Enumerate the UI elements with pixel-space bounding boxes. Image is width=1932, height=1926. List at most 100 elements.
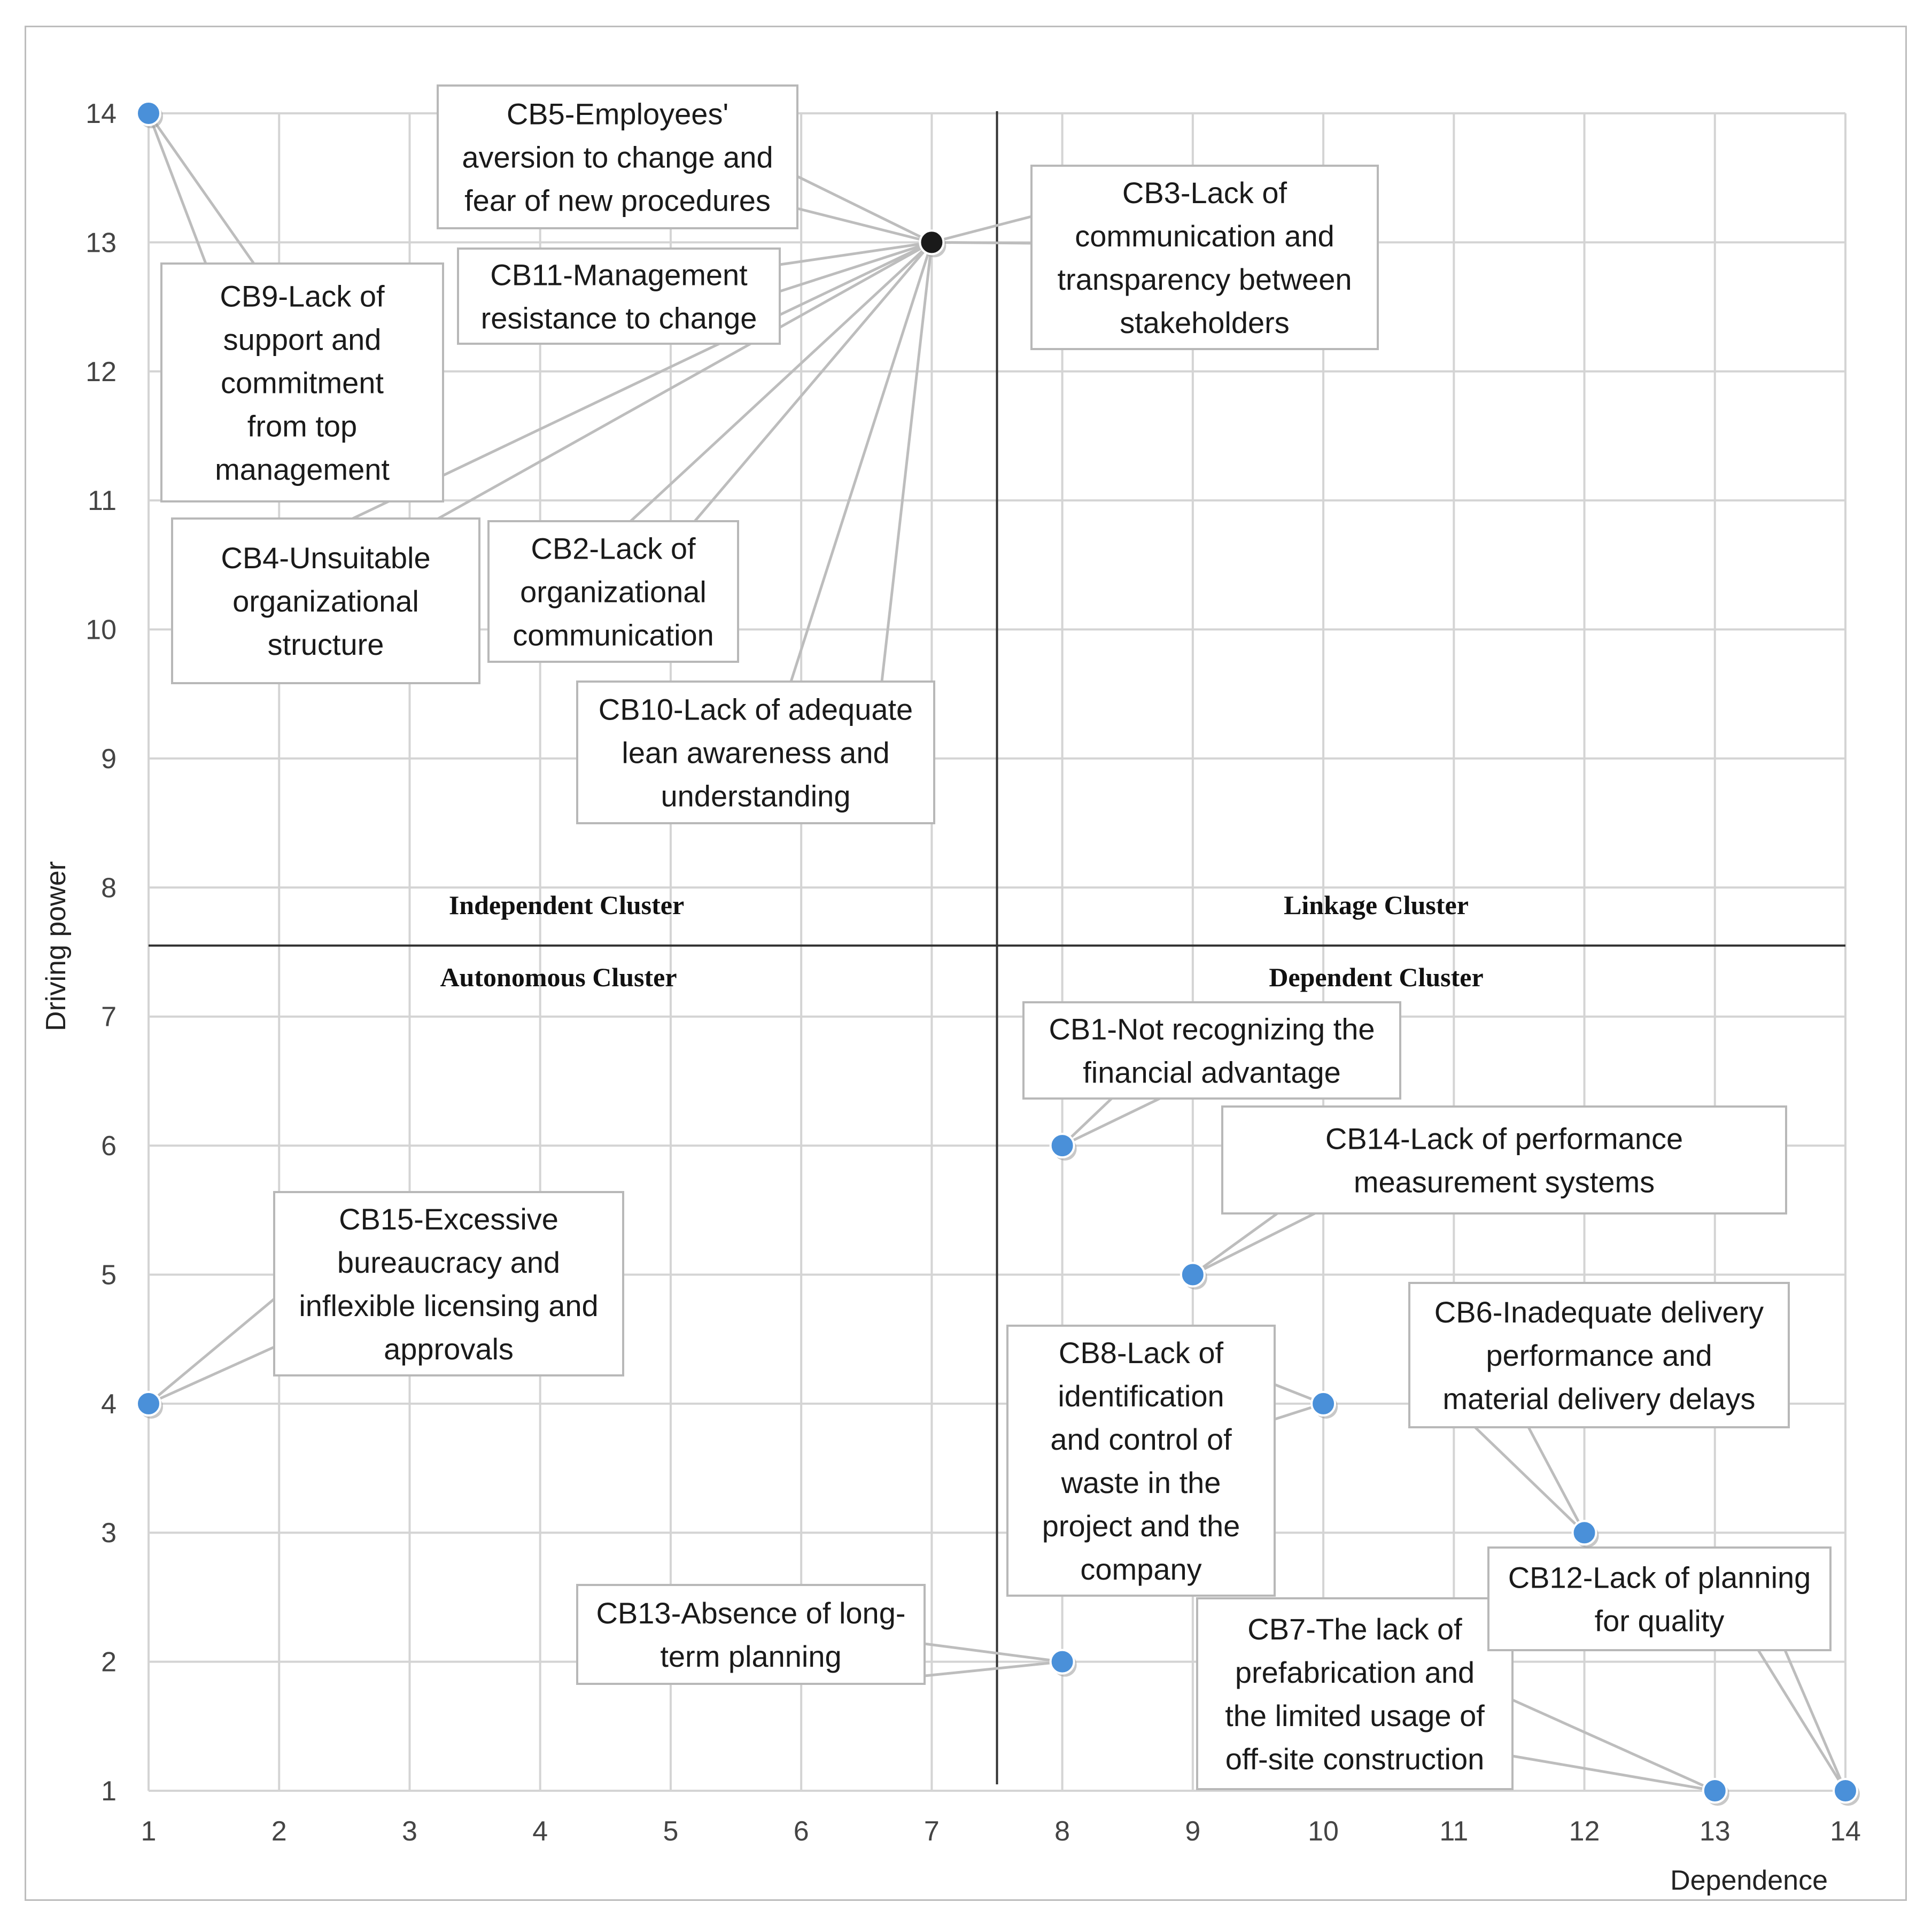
- callout-line: financial advantage: [1083, 1056, 1341, 1089]
- data-point-cb8: [1310, 1390, 1337, 1417]
- callout-line: commitment: [221, 366, 384, 400]
- callout-line: communication: [513, 618, 714, 652]
- callout-line: CB2-Lack of: [531, 532, 696, 566]
- callout-line: term planning: [660, 1639, 841, 1673]
- callout-line: CB5-Employees': [507, 97, 728, 131]
- callout-line: management: [215, 453, 390, 486]
- x-tick-label: 7: [924, 1816, 940, 1847]
- x-tick-label: 8: [1054, 1816, 1070, 1847]
- callout-cb13: CB13-Absence of long-term planning: [576, 1584, 926, 1685]
- callout-line: identification: [1058, 1379, 1224, 1413]
- y-tick-label: 14: [86, 98, 117, 129]
- data-point-cb5: [919, 229, 945, 256]
- y-tick-label: 9: [101, 744, 117, 775]
- callout-pointer-cb5: [796, 175, 933, 244]
- callout-box: [1196, 1597, 1514, 1790]
- y-tick-label: 12: [86, 357, 117, 388]
- y-tick-label: 2: [101, 1647, 117, 1678]
- y-tick-label: 5: [101, 1259, 117, 1290]
- x-tick-label: 3: [402, 1816, 417, 1847]
- callout-line: bureaucracy and: [337, 1246, 560, 1279]
- callout-line: from top: [247, 409, 357, 443]
- x-tick-label: 6: [794, 1816, 809, 1847]
- data-point-cb14: [1180, 1262, 1206, 1288]
- callout-box: [171, 517, 480, 684]
- callout-line: CB11-Management: [490, 258, 748, 292]
- data-point-cb9: [136, 100, 161, 126]
- callout-line: structure: [268, 628, 384, 661]
- callout-box: [1408, 1282, 1790, 1428]
- callout-cb14: CB14-Lack of performance measurement syst…: [1221, 1105, 1787, 1215]
- callout-label: CB1-Not recognizing the financial advanta…: [1049, 1012, 1375, 1089]
- callout-line: fear of new procedures: [464, 184, 771, 218]
- x-tick-label: 1: [141, 1816, 157, 1847]
- callout-line: CB12-Lack of planning: [1508, 1561, 1811, 1595]
- callout-line: lean awareness and: [622, 736, 889, 770]
- callout-line: CB6-Inadequate delivery: [1434, 1295, 1764, 1329]
- x-axis-title: Dependence: [1670, 1865, 1828, 1896]
- callout-line: waste in the: [1061, 1466, 1221, 1499]
- callout-line: CB1-Not recognizing the: [1049, 1012, 1375, 1046]
- data-point-cb13: [1049, 1649, 1075, 1675]
- callout-label: CB12-Lack of planning for quality: [1508, 1561, 1811, 1638]
- callout-line: for quality: [1595, 1604, 1725, 1638]
- callout-cb1: CB1-Not recognizing the financial advanta…: [1022, 1001, 1401, 1100]
- callout-line: CB14-Lack of performance: [1325, 1122, 1683, 1156]
- callout-box: [1221, 1105, 1787, 1215]
- callout-line: company: [1080, 1552, 1201, 1586]
- callout-line: off-site construction: [1225, 1742, 1485, 1776]
- callout-line: CB9-Lack of: [220, 280, 385, 313]
- callout-line: project and the: [1042, 1509, 1240, 1543]
- callout-pointer-cb9: [147, 112, 255, 265]
- callout-label: CB13-Absence of long-term planning: [596, 1596, 905, 1673]
- callout-line: organizational: [232, 584, 419, 618]
- callout-line: CB3-Lack of: [1122, 176, 1287, 210]
- callout-box: [1022, 1001, 1401, 1100]
- callout-box: [1030, 165, 1379, 350]
- callout-line: CB13-Absence of long-: [596, 1596, 905, 1630]
- callout-line: measurement systems: [1354, 1165, 1655, 1199]
- y-tick-label: 10: [86, 615, 117, 646]
- y-tick-label: 13: [86, 227, 117, 258]
- data-point-cb7: [1702, 1778, 1728, 1804]
- data-point-cb1: [1049, 1133, 1075, 1159]
- data-point-cb15: [136, 1390, 161, 1417]
- data-points: [136, 100, 1860, 1806]
- callout-box: [1487, 1546, 1832, 1651]
- callout-box: [576, 1584, 926, 1685]
- callout-pointer-cb6: [1474, 1426, 1586, 1534]
- callout-cb12: CB12-Lack of planning for quality: [1487, 1546, 1832, 1651]
- callout-line: material delivery delays: [1442, 1382, 1755, 1416]
- y-tick-label: 4: [101, 1389, 117, 1420]
- y-tick-label: 6: [101, 1131, 117, 1162]
- x-tick-label: 5: [663, 1816, 678, 1847]
- callout-pointer-cb12: [1757, 1649, 1847, 1792]
- callout-label: CB2-Lack of organizational communication: [513, 532, 714, 652]
- callout-pointer-cb3: [931, 215, 1032, 245]
- callout-box: [576, 680, 935, 824]
- callout-label: CB14-Lack of performance measurement syst…: [1325, 1122, 1683, 1199]
- callout-line: the limited usage of: [1225, 1699, 1485, 1732]
- callout-line: organizational: [520, 575, 707, 609]
- x-tick-label: 10: [1308, 1816, 1339, 1847]
- callout-line: CB4-Unsuitable: [221, 541, 430, 575]
- quadrant-label-linkage: Linkage Cluster: [1284, 890, 1469, 920]
- quadrant-label-independent: Independent Cluster: [449, 890, 684, 920]
- x-tick-label: 4: [532, 1816, 548, 1847]
- callout-line: approvals: [384, 1332, 514, 1366]
- callout-label: CB4-Unsuitable organizational structure: [221, 541, 430, 661]
